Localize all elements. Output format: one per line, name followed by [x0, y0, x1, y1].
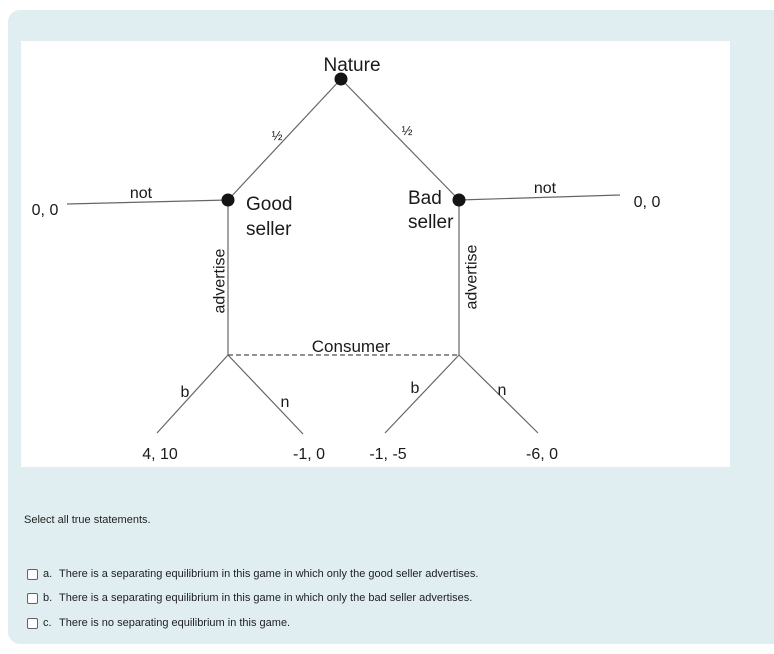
branch-nature-good [227, 78, 342, 201]
bad-seller-label-line1: Bad [408, 188, 442, 209]
b-left-label: b [181, 384, 190, 401]
consumer-label: Consumer [312, 337, 391, 356]
branch-nature-bad [340, 78, 460, 201]
good-seller-node [221, 193, 235, 207]
option-row-c: c. There is no separating equilibrium in… [27, 615, 290, 631]
payoff-bad-n: -6, 0 [526, 446, 558, 463]
nature-node [334, 72, 348, 86]
payoff-bad-b: -1, -5 [369, 446, 406, 463]
payoff-not-left: 0, 0 [32, 202, 59, 219]
branch-bad-not [458, 194, 621, 201]
probability-left-label: ½ [272, 128, 283, 143]
branch-consumer-right-n [458, 354, 539, 434]
option-text-c: There is no separating equilibrium in th… [59, 617, 291, 629]
n-left-label: n [281, 394, 290, 411]
branch-consumer-left-b [156, 354, 229, 434]
n-right-label: n [498, 382, 507, 399]
branch-consumer-right-b [384, 354, 460, 434]
option-letter-c: c. [43, 617, 52, 629]
payoff-good-b: 4, 10 [142, 446, 178, 463]
not-left-label: not [130, 185, 153, 202]
option-row-a: a. There is a separating equilibrium in … [27, 566, 478, 582]
payoff-good-n: -1, 0 [293, 446, 325, 463]
branch-good-not [66, 199, 229, 205]
prompt-text: Select all true statements. [24, 514, 151, 526]
not-right-label: not [534, 180, 557, 197]
game-tree-panel: Nature ½ ½ not not 0, 0 0, 0 Good seller… [21, 41, 730, 467]
advertise-right-label: advertise [464, 244, 481, 309]
game-tree-diagram: Nature ½ ½ not not 0, 0 0, 0 Good seller… [32, 55, 661, 463]
option-text-a: There is a separating equilibrium in thi… [59, 568, 479, 580]
b-right-label: b [411, 380, 420, 397]
option-row-b: b. There is a separating equilibrium in … [27, 590, 472, 606]
option-letter-b: b. [43, 592, 53, 604]
checkbox-c[interactable] [27, 617, 38, 629]
branch-consumer-left-n [227, 354, 304, 435]
checkbox-b[interactable] [27, 592, 38, 604]
bad-seller-label-line2: seller [408, 212, 454, 233]
probability-right-label: ½ [402, 123, 413, 138]
question-card: Nature ½ ½ not not 0, 0 0, 0 Good seller… [8, 10, 774, 644]
payoff-not-right: 0, 0 [634, 194, 661, 211]
checkbox-a[interactable] [27, 568, 38, 580]
option-letter-a: a. [43, 568, 53, 580]
advertise-left-label: advertise [212, 248, 229, 313]
good-seller-label-line2: seller [246, 219, 292, 240]
nature-label: Nature [323, 55, 380, 76]
good-seller-label-line1: Good [246, 194, 292, 215]
bad-seller-node [452, 193, 466, 207]
option-text-b: There is a separating equilibrium in thi… [59, 592, 473, 604]
